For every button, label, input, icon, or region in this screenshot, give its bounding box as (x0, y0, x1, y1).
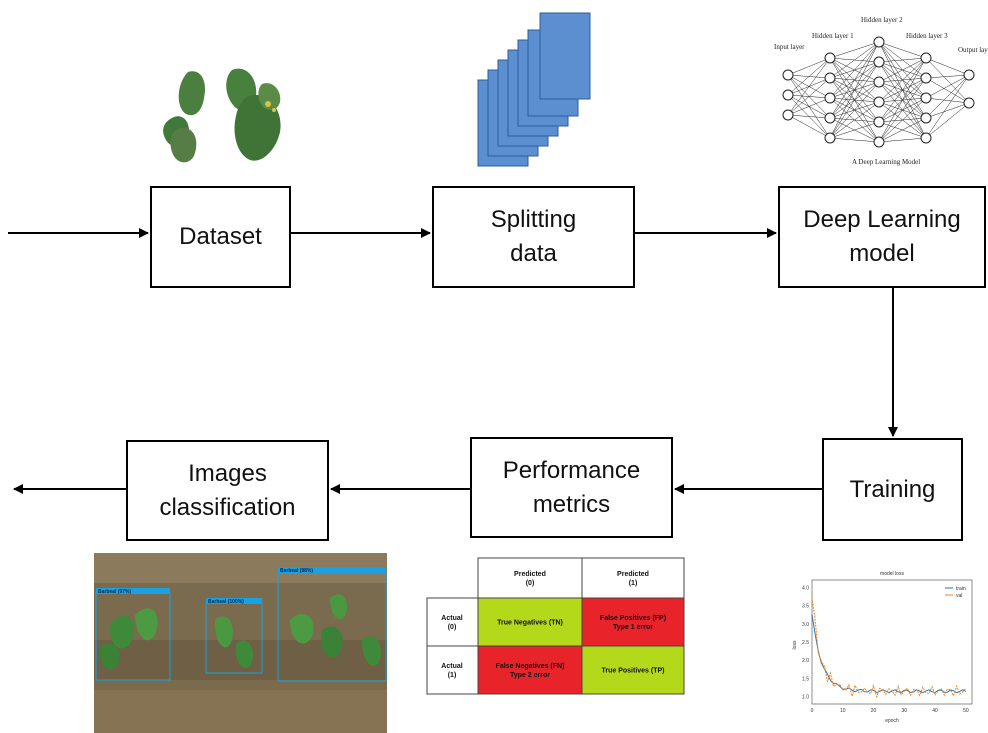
loss-chart-y-tick: 3.5 (802, 604, 809, 610)
splitting-data-label: Splitting data (490, 206, 577, 267)
nn-node (873, 96, 885, 108)
loss-chart-x-tick: 10 (840, 708, 846, 714)
cm-label-fn: False Negatives (FN)Type 2 error (496, 663, 565, 679)
images-classification-box: Images classification (126, 440, 329, 541)
nn-node (873, 116, 885, 128)
cm-header-predicted-1: Predicted(1) (617, 571, 649, 587)
nn-node (920, 132, 932, 144)
nn-node (920, 112, 932, 124)
splitting-data-box: Splitting data (432, 186, 635, 288)
nn-hidden-layer-1-label: Hidden layer 1 (812, 32, 854, 40)
nn-node (963, 69, 975, 81)
nn-node (824, 132, 836, 144)
leaf-images (163, 68, 281, 163)
nn-node (782, 89, 794, 101)
loss-chart-x-tick: 50 (963, 708, 969, 714)
neural-network-diagram (782, 36, 975, 148)
nn-node (873, 136, 885, 148)
cm-cell-fp (581, 597, 685, 647)
cm-label-fp: False Positives (FP)Type 1 error (600, 615, 666, 631)
loss-chart-ylabel: loss (792, 640, 798, 649)
cm-header-actual-1: Actual(1) (441, 663, 462, 679)
nn-hidden-layer-3-label: Hidden layer 3 (906, 32, 948, 40)
stacked-data-icon (477, 12, 591, 167)
loss-chart-y-tick: 1.5 (802, 676, 809, 682)
loss-chart-y-tick: 2.0 (802, 658, 809, 664)
nn-node (782, 69, 794, 81)
deep-learning-model-box: Deep Learning model (778, 186, 986, 288)
nn-node (824, 112, 836, 124)
nn-output-layer-label: Output layer (958, 46, 988, 54)
dataset-box: Dataset (150, 186, 291, 288)
nn-title: A Deep Learning Model (852, 158, 920, 166)
cm-cell-fn (477, 645, 583, 695)
detection-label-1: Barbeal (97%) (98, 589, 131, 595)
cm-cell-tp (581, 645, 685, 695)
loss-chart-title: model loss (880, 571, 904, 577)
detection-label-2: Barbeal (100%) (208, 599, 244, 605)
cm-header-actual-0: Actual(0) (441, 615, 462, 631)
dataset-label: Dataset (179, 223, 262, 250)
nn-node (920, 52, 932, 64)
nn-node (920, 92, 932, 104)
cm-cell-tn (477, 597, 583, 647)
field-detection-image (94, 553, 387, 733)
training-box: Training (822, 438, 963, 541)
loss-chart-y-tick: 1.0 (802, 695, 809, 701)
loss-legend-label: train (956, 586, 966, 592)
nn-node (824, 72, 836, 84)
nn-node (873, 56, 885, 68)
nn-node (873, 76, 885, 88)
loss-chart-y-tick: 3.0 (802, 622, 809, 628)
cm-header-predicted-0: Predicted(0) (514, 571, 546, 587)
training-label: Training (849, 475, 936, 503)
loss-chart-x-tick: 40 (932, 708, 938, 714)
loss-series-val (811, 597, 967, 699)
loss-chart-xlabel: epoch (885, 718, 899, 724)
nn-hidden-layer-2-label: Hidden layer 2 (861, 16, 903, 24)
performance-metrics-label: Performance metrics (502, 456, 641, 518)
detection-label-3: Barbeal (98%) (280, 568, 313, 574)
nn-node (873, 36, 885, 48)
nn-node (824, 52, 836, 64)
loss-legend-label: val (956, 593, 962, 599)
loss-chart-x-tick: 30 (902, 708, 908, 714)
loss-chart-x-tick: 20 (871, 708, 877, 714)
images-classification-label: Images classification (159, 459, 296, 521)
nn-input-layer-label: Input layer (774, 43, 805, 51)
nn-node (824, 92, 836, 104)
loss-chart-x-tick: 0 (811, 708, 814, 714)
cm-label-tp: True Positives (TP) (601, 668, 664, 675)
confusion-matrix (426, 557, 685, 695)
nn-node (920, 72, 932, 84)
loss-chart-y-tick: 2.5 (802, 640, 809, 646)
loss-chart: model loss epoch loss 0 10 20 30 40 50 1.0 1.5 2.0 2… (778, 566, 986, 733)
deep-learning-model-label: Deep Learning model (803, 206, 961, 267)
performance-metrics-box: Performance metrics (470, 437, 673, 538)
cm-label-tn: True Negatives (TN) (497, 620, 563, 627)
loss-chart-y-tick: 4.0 (802, 585, 809, 591)
nn-node (963, 97, 975, 109)
nn-node (782, 109, 794, 121)
